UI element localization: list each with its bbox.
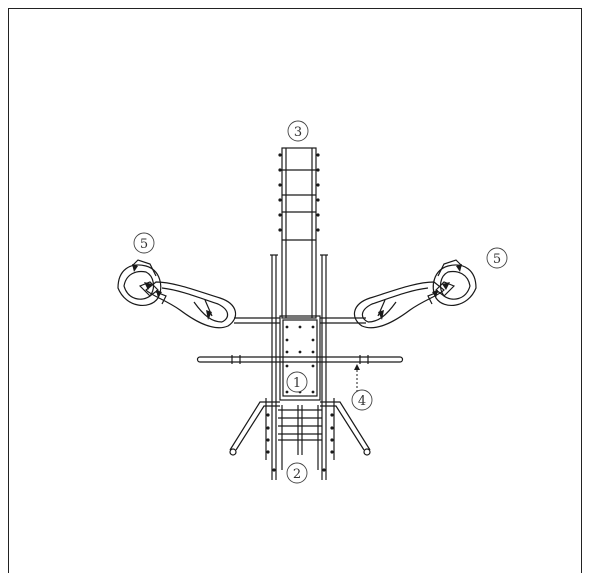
callout-3-label: 3: [294, 125, 302, 140]
right-handle-fills: [378, 264, 462, 320]
column-bolts: [278, 153, 320, 232]
callout-3: 3: [287, 120, 309, 142]
callout-5-left-label: 5: [140, 237, 148, 252]
callout-1: 1: [286, 371, 308, 393]
callout-2-label: 2: [293, 467, 301, 482]
front-bolts: [266, 413, 334, 472]
front-foot-frame: [229, 398, 371, 470]
back-column: [281, 147, 317, 319]
seat-bolts: [285, 325, 315, 394]
callout-5-right-label: 5: [493, 252, 501, 267]
arm-rods: [234, 317, 366, 324]
callout-2: 2: [286, 462, 308, 484]
callout-4-label: 4: [358, 394, 366, 409]
seat-base: [279, 315, 321, 401]
crossbar: [196, 355, 404, 364]
callout-1-label: 1: [293, 376, 301, 391]
drawing-frame: [8, 8, 582, 573]
callout-5-right: 5: [486, 247, 508, 269]
left-handle-fills: [132, 264, 212, 320]
right-arm-handle: [353, 259, 477, 329]
callout-5-left: 5: [133, 232, 155, 254]
callout-4-leader: [354, 364, 360, 392]
side-uprights: [270, 254, 328, 480]
left-arm-handle: [117, 259, 237, 329]
callout-4: 4: [351, 389, 373, 411]
